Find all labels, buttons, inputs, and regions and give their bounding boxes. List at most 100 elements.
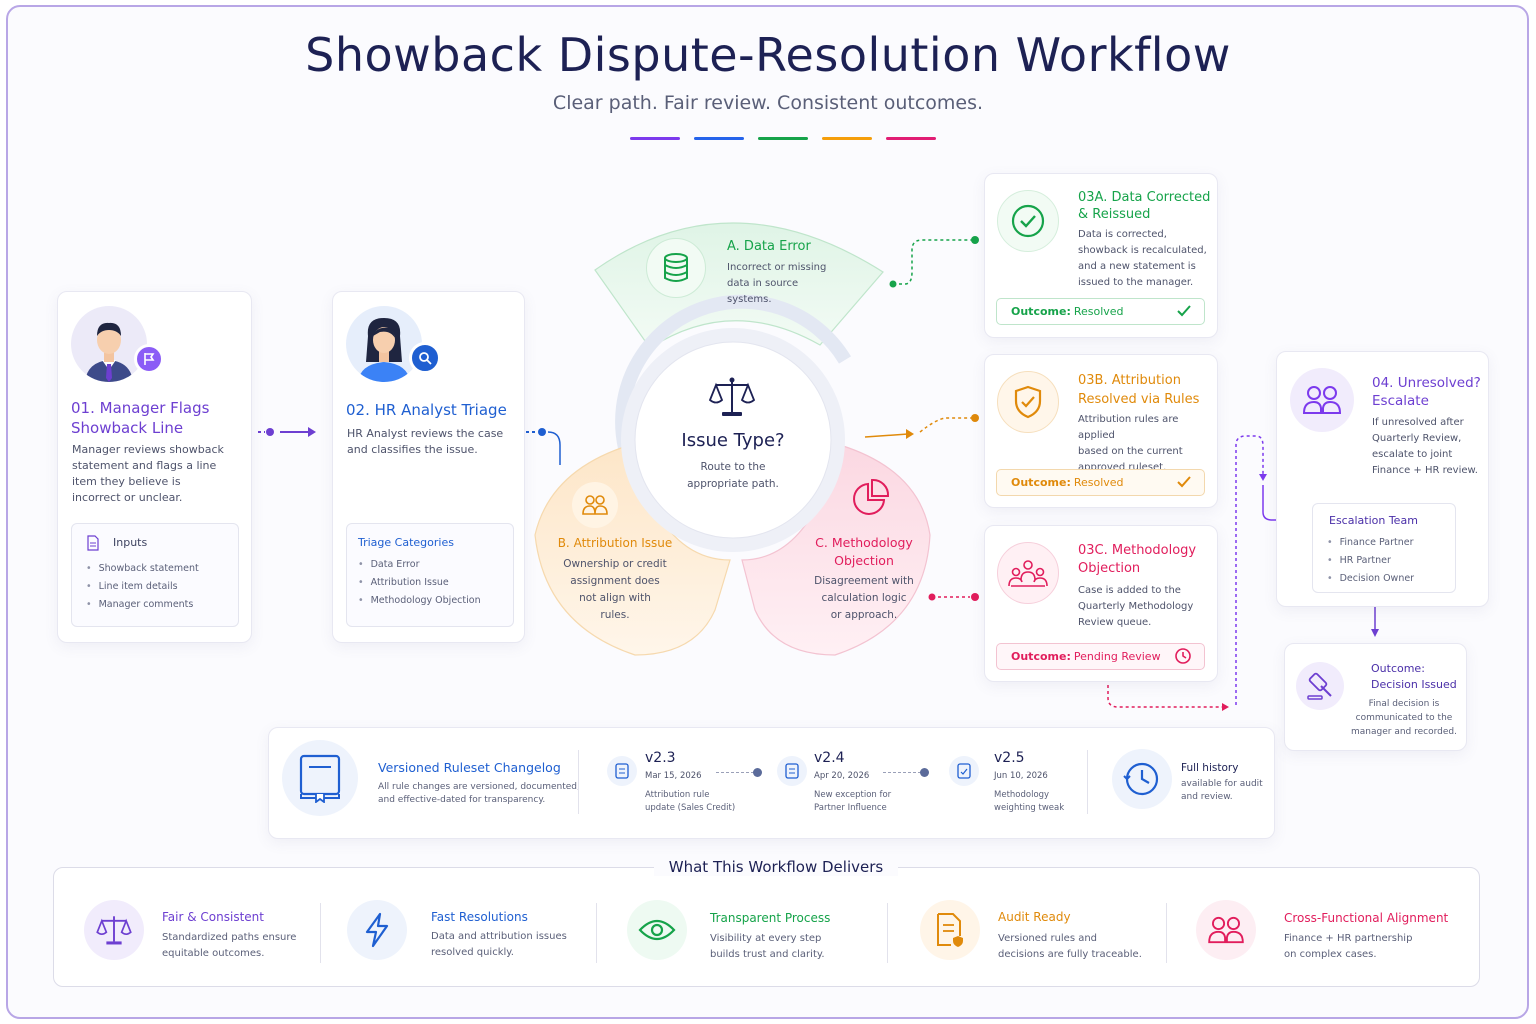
outcome-a-status: Outcome:Resolved — [996, 298, 1205, 325]
changelog-title: Versioned Ruleset Changelog — [378, 760, 561, 775]
list-item: Data Error — [358, 556, 481, 574]
accent-dashes — [630, 137, 936, 140]
benefit-title: Fast Resolutions — [431, 910, 528, 924]
outcome-b-status: Outcome:Resolved — [996, 469, 1205, 496]
lightning-icon — [347, 900, 407, 960]
version-date: Apr 20, 2026 — [814, 771, 870, 781]
outcome-a-title: 03A. Data Corrected& Reissued — [1078, 190, 1211, 222]
inputs-list: Showback statement Line item details Man… — [86, 560, 199, 614]
benefit-title: Transparent Process — [710, 911, 831, 925]
search-icon — [409, 342, 441, 374]
inputs-title: Inputs — [113, 536, 148, 549]
inputs-box: Inputs Showback statement Line item deta… — [71, 523, 239, 627]
version-icon — [949, 756, 979, 786]
list-item: Showback statement — [86, 560, 199, 578]
version-date: Mar 15, 2026 — [645, 771, 702, 781]
document-check-icon — [920, 900, 980, 960]
clock-icon — [1175, 648, 1191, 664]
branch-b-title: B. Attribution Issue — [557, 536, 673, 550]
list-item: Finance Partner — [1327, 534, 1414, 552]
version-number: v2.3 — [645, 750, 676, 766]
list-item: Attribution Issue — [358, 574, 481, 592]
check-circle-icon — [997, 190, 1059, 252]
step-4-card[interactable]: 04. Unresolved?Escalate If unresolved af… — [1276, 351, 1489, 607]
users-icon — [1290, 368, 1354, 432]
benefits-title: What This Workflow Delivers — [654, 858, 898, 876]
document-icon — [87, 535, 99, 551]
book-icon — [282, 740, 358, 816]
outcome-a-description: Data is corrected,showback is recalculat… — [1078, 229, 1207, 288]
people-icon — [1196, 900, 1256, 960]
step-1-description: Manager reviews showback statement and f… — [72, 443, 224, 504]
final-outcome-title: Outcome:Decision Issued — [1371, 662, 1457, 691]
version-date: Jun 10, 2026 — [994, 771, 1048, 781]
version-icon — [777, 756, 807, 786]
list-item: Decision Owner — [1327, 570, 1414, 588]
group-icon — [997, 542, 1059, 604]
hub-title: Issue Type? — [681, 430, 785, 451]
analyst-avatar — [346, 306, 422, 382]
flag-icon — [134, 344, 164, 374]
branch-a-title: A. Data Error — [727, 239, 811, 254]
scales-icon — [708, 377, 756, 416]
page-subtitle: Clear path. Fair review. Consistent outc… — [552, 92, 984, 114]
benefit-title: Fair & Consistent — [162, 910, 264, 924]
changelog-description: All rule changes are versioned, document… — [378, 782, 580, 805]
triage-box: Triage Categories Data Error Attribution… — [346, 523, 514, 627]
list-item: Methodology Objection — [358, 592, 481, 610]
final-outcome-card[interactable]: Outcome:Decision Issued Final decision i… — [1284, 643, 1467, 751]
page-title: Showback Dispute-Resolution Workflow — [305, 28, 1231, 82]
check-icon — [1177, 476, 1191, 488]
manager-avatar — [71, 306, 147, 382]
gavel-icon — [1296, 662, 1344, 710]
eye-icon — [627, 900, 687, 960]
version-icon — [607, 756, 637, 786]
escalation-team-list: Finance Partner HR Partner Decision Owne… — [1327, 534, 1414, 588]
scales-icon — [84, 900, 144, 960]
shield-check-icon — [997, 371, 1059, 433]
hub-petals — [534, 222, 931, 656]
step-2-title: 02. HR Analyst Triage — [346, 401, 507, 419]
history-title: Full history — [1181, 762, 1239, 774]
list-item: Manager comments — [86, 596, 199, 614]
triage-list: Data Error Attribution Issue Methodology… — [358, 556, 481, 610]
changelog-card[interactable]: Versioned Ruleset Changelog All rule cha… — [268, 727, 1275, 839]
escalation-team-box: Escalation Team Finance Partner HR Partn… — [1312, 503, 1456, 593]
version-number: v2.4 — [814, 750, 845, 766]
step-2-description: HR Analyst reviews the case and classifi… — [347, 427, 504, 456]
step-4-title: 04. Unresolved?Escalate — [1372, 375, 1481, 409]
benefit-title: Cross-Functional Alignment — [1284, 911, 1449, 925]
outcome-c-status: Outcome:Pending Review — [996, 643, 1205, 670]
clock-icon — [1112, 749, 1172, 809]
benefits-panel — [53, 867, 1480, 987]
check-icon — [1177, 305, 1191, 317]
benefit-title: Audit Ready — [998, 910, 1071, 924]
users-icon — [572, 482, 618, 528]
outcome-a-card[interactable]: 03A. Data Corrected& Reissued Data is co… — [984, 173, 1218, 338]
version-number: v2.5 — [994, 750, 1025, 766]
step-2-card[interactable]: 02. HR Analyst Triage HR Analyst reviews… — [332, 291, 525, 643]
